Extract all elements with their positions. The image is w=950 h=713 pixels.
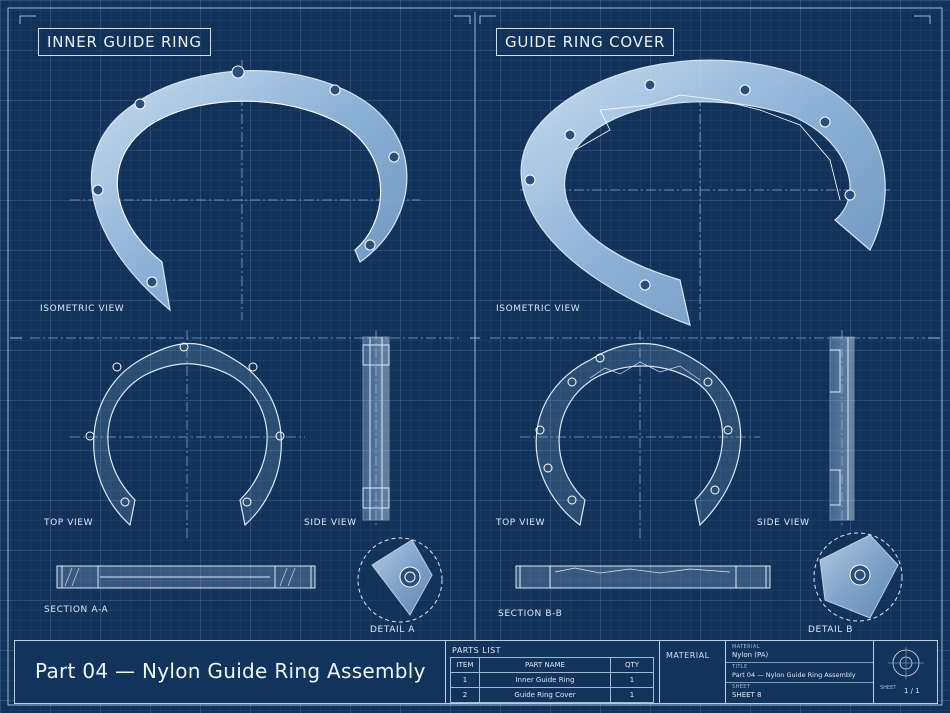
right-section-label: SECTION B-B	[498, 609, 563, 619]
title-info-cell: MATERIAL Nylon (PA) TITLE Part 04 — Nylo…	[725, 641, 874, 703]
thumbnail-icon	[888, 647, 924, 679]
detail-a	[357, 537, 443, 623]
col-qty: QTY	[610, 657, 654, 673]
cover-ring-side-view	[829, 336, 855, 521]
parts-table: ITEM PART NAME QTY 1 Inner Guide Ring 1 …	[450, 657, 654, 703]
detail-b	[813, 532, 903, 622]
title-value: Part 04 — Nylon Guide Ring Assembly	[732, 671, 856, 679]
right-panel-title: GUIDE RING COVER	[496, 28, 675, 56]
right-side-view-label: SIDE VIEW	[757, 518, 810, 528]
section-b-b	[515, 565, 771, 589]
row-part-name: Inner Guide Ring	[479, 672, 611, 688]
row-part-name: Guide Ring Cover	[479, 687, 611, 703]
left-isometric-label: ISOMETRIC VIEW	[40, 304, 125, 314]
left-top-view-label: TOP VIEW	[44, 518, 94, 528]
right-top-view-label: TOP VIEW	[496, 518, 546, 528]
left-detail-label: DETAIL A	[370, 625, 416, 635]
table-row: 1 Inner Guide Ring 1	[450, 672, 654, 688]
material-label: MATERIAL	[732, 644, 760, 650]
part-title: Part 04 — Nylon Guide Ring Assembly	[35, 659, 426, 683]
left-section-label: SECTION A-A	[44, 605, 109, 615]
right-isometric-label: ISOMETRIC VIEW	[496, 304, 581, 314]
cover-ring-top-holes	[535, 353, 733, 505]
left-side-view-label: SIDE VIEW	[304, 518, 357, 528]
material-stamp: MATERIAL	[666, 651, 710, 660]
thumbnail-cell: SHEET 1 / 1	[873, 641, 938, 703]
inner-ring-isometric	[90, 70, 408, 312]
section-a-a	[56, 565, 316, 589]
row-item: 1	[450, 672, 480, 688]
row-qty: 1	[610, 687, 654, 703]
inner-ring-side-view	[362, 336, 390, 521]
corner-marks	[10, 15, 940, 339]
parts-list: PARTS LIST ITEM PART NAME QTY 1 Inner Gu…	[445, 641, 660, 703]
divider	[726, 662, 874, 663]
row-qty: 1	[610, 672, 654, 688]
sheet-label: SHEET	[732, 684, 751, 690]
sheet-value: SHEET 8	[732, 691, 762, 699]
table-row: 2 Guide Ring Cover 1	[450, 687, 654, 703]
parts-header-row: ITEM PART NAME QTY	[450, 657, 654, 673]
title-block: Part 04 — Nylon Guide Ring Assembly PART…	[14, 640, 938, 704]
col-item: ITEM	[450, 657, 480, 673]
material-value: Nylon (PA)	[732, 651, 769, 659]
col-part-name: PART NAME	[479, 657, 611, 673]
sheet-number-value: 1 / 1	[904, 687, 920, 695]
sheet-border	[7, 7, 943, 706]
parts-list-heading: PARTS LIST	[452, 646, 502, 655]
right-detail-label: DETAIL B	[808, 625, 854, 635]
inner-ring-top-view	[93, 343, 282, 527]
divider	[726, 682, 874, 683]
title-label: TITLE	[732, 664, 748, 670]
row-item: 2	[450, 687, 480, 703]
cover-ring-iso-holes	[524, 79, 856, 291]
inner-ring-top-holes	[85, 342, 285, 507]
cover-ring-top-view	[535, 343, 742, 527]
left-panel-title: INNER GUIDE RING	[38, 28, 211, 56]
sheet-number-label: SHEET	[880, 685, 897, 691]
inner-ring-iso-holes	[92, 65, 400, 288]
cover-ring-isometric	[520, 59, 886, 326]
material-stamp-cell: MATERIAL	[659, 641, 726, 703]
